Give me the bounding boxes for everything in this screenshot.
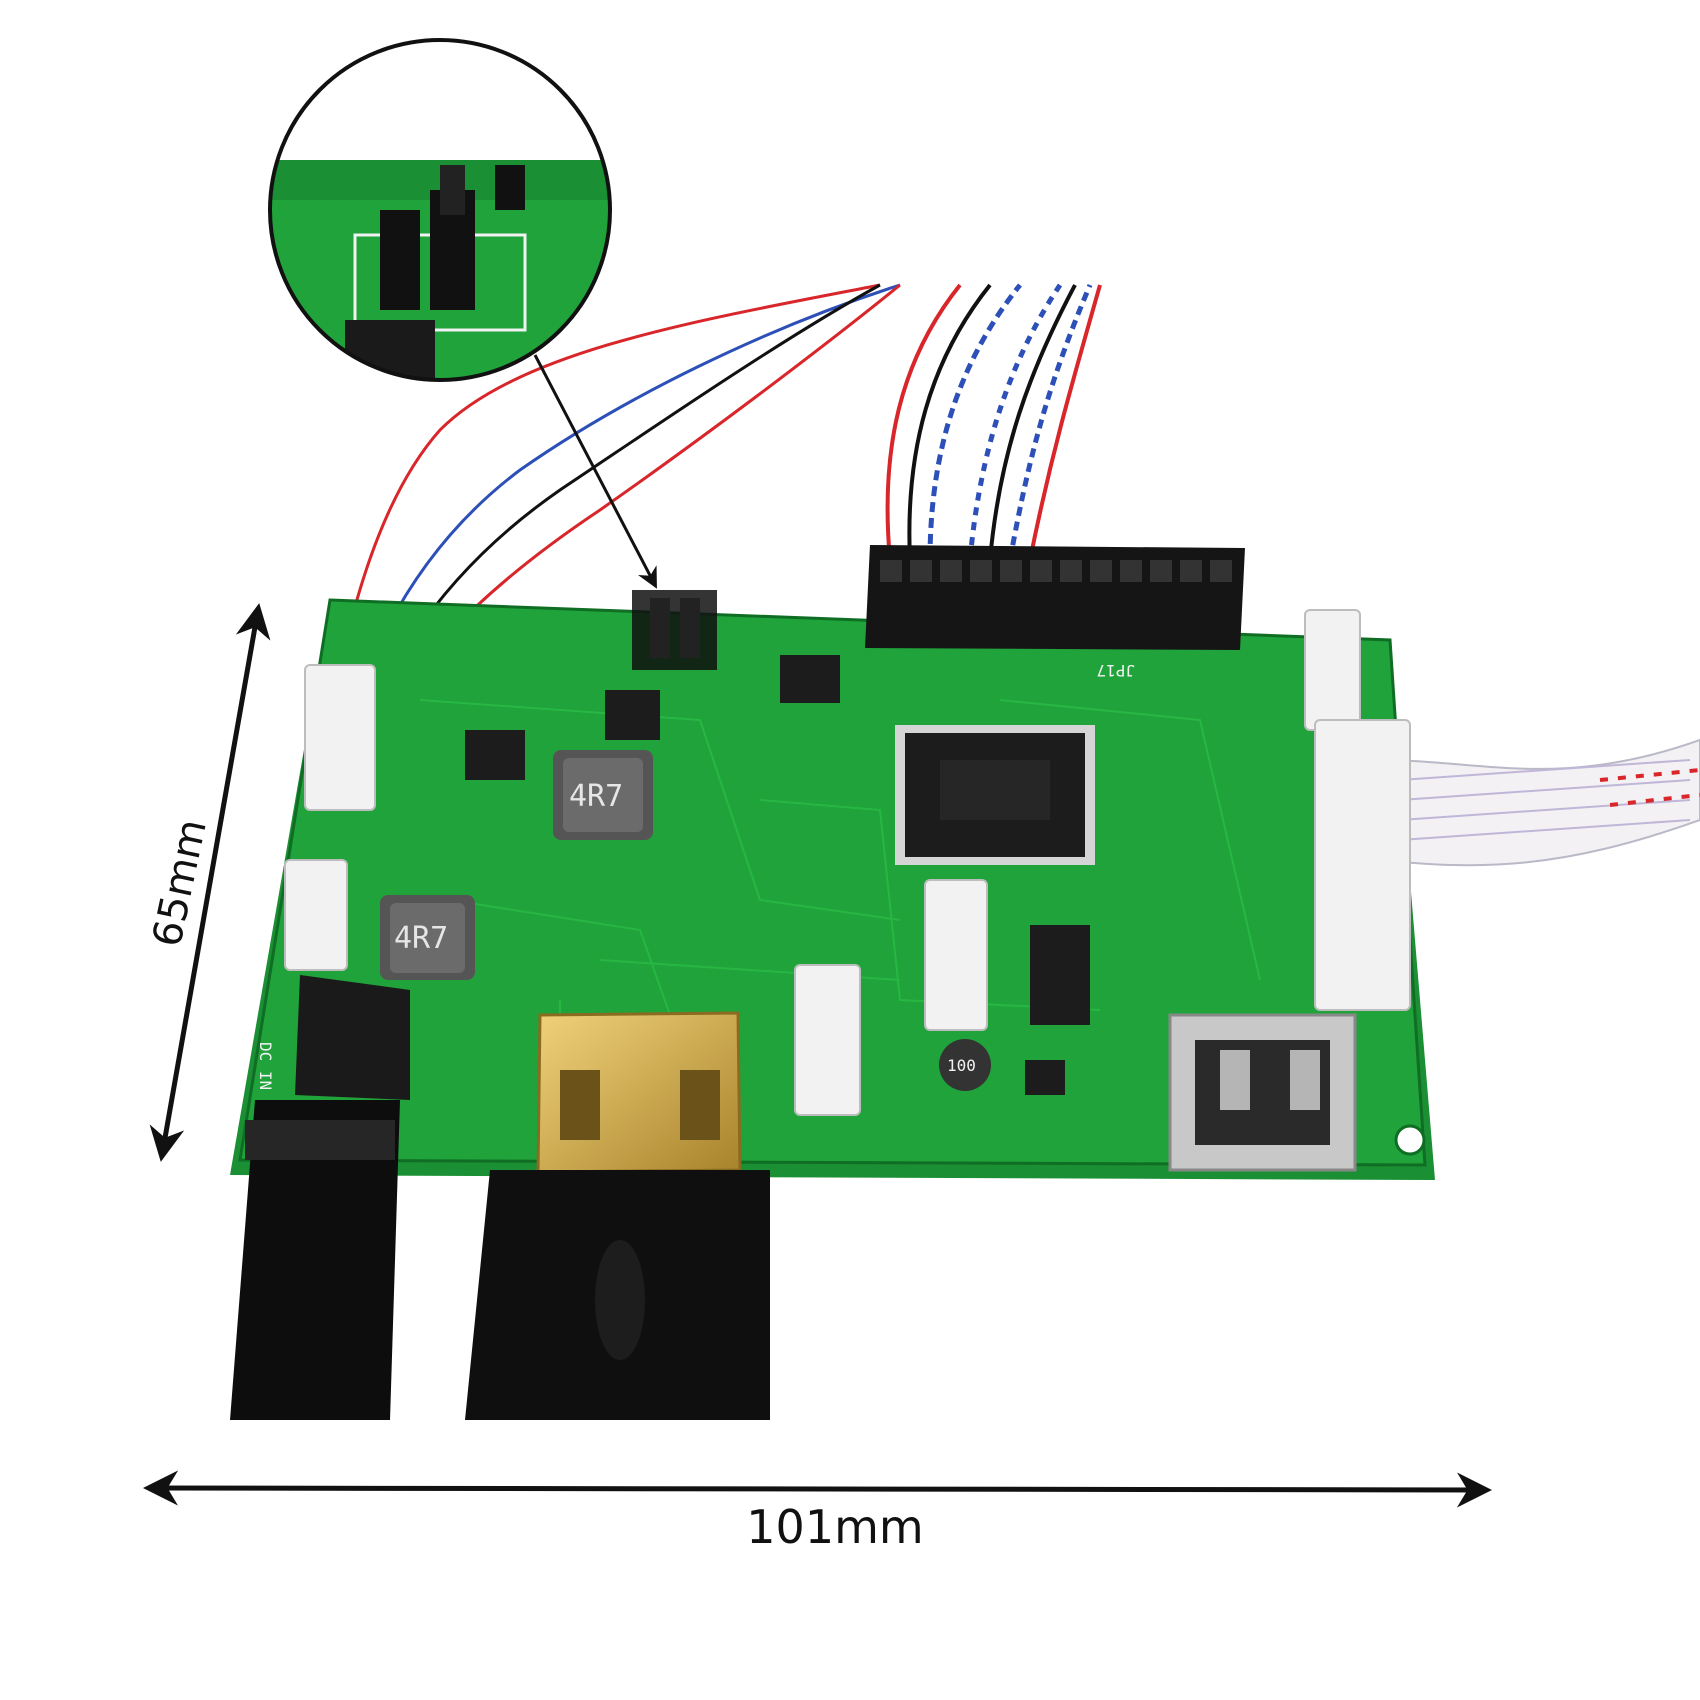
main-ic — [895, 725, 1095, 865]
inductor-marking-1: 4R7 — [569, 779, 623, 814]
dc-in-silkscreen: DC IN — [256, 1042, 275, 1090]
width-dimension-arrow — [143, 1470, 1492, 1508]
dc-jack: DC IN — [230, 975, 410, 1420]
jumper-header — [632, 590, 717, 670]
callout-arrow — [533, 354, 657, 589]
inductor-marking-3: 100 — [947, 1056, 976, 1075]
usb-port — [1168, 1013, 1357, 1172]
ribbon-cable — [1379, 738, 1700, 867]
inductor-3: 100 — [939, 1039, 991, 1091]
inductor-marking-2: 4R7 — [394, 921, 448, 956]
zoom-inset — [268, 38, 612, 382]
width-dimension-label: 101mm — [746, 1500, 924, 1554]
lvds-cable — [885, 283, 1102, 561]
hdmi-port — [465, 1011, 770, 1420]
height-dimension-arrow — [149, 603, 271, 1162]
jst-connectors — [284, 609, 1411, 1116]
lvds-header: JP17 — [865, 545, 1245, 680]
small-ics — [465, 655, 1090, 1095]
inductor-2: 4R7 — [380, 895, 475, 980]
connector-silkscreen: JP17 — [1096, 661, 1135, 680]
pcb-board — [230, 598, 1435, 1180]
inductor-1: 4R7 — [553, 750, 653, 840]
